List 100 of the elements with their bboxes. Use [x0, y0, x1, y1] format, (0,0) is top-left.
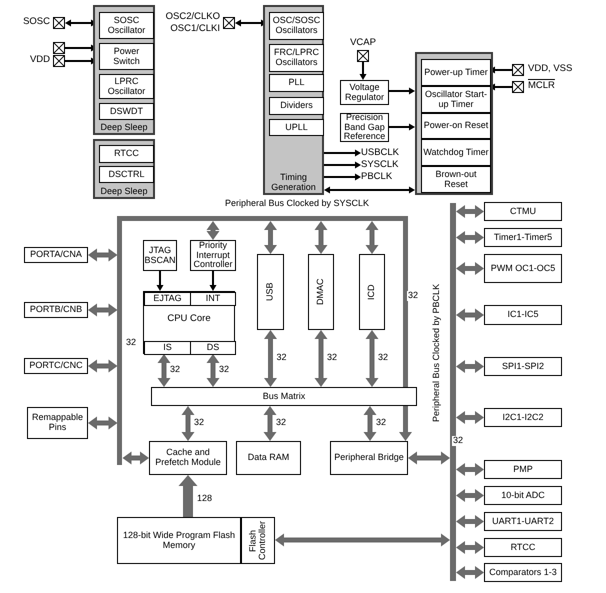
pin-icon [53, 55, 65, 67]
arrow [88, 248, 118, 262]
arrow [158, 354, 170, 387]
arrow [210, 271, 216, 291]
arrow [264, 221, 277, 254]
arrow [324, 150, 361, 156]
arrow [206, 354, 220, 387]
edge-label: 32 [326, 352, 338, 362]
function-block: UPLL [269, 119, 324, 136]
function-block: Precision Band Gap Reference [340, 113, 389, 142]
function-block: Bus Matrix [151, 387, 417, 406]
cpu-block [143, 291, 235, 354]
pin-label: VCAP [349, 38, 377, 48]
block-label: CPU Core [166, 314, 212, 324]
function-block: Power Switch [99, 43, 154, 70]
edge-label: 32 [375, 418, 388, 428]
bus-width-label: 32 [125, 338, 138, 348]
pin-label: OSC2/CLKO [164, 12, 220, 22]
arrow [456, 205, 484, 218]
arrow [366, 221, 378, 254]
function-block: IC1-IC5 [484, 305, 562, 325]
arrow [88, 360, 118, 372]
group-box [93, 139, 155, 199]
pin-label: MCLR [528, 81, 556, 92]
function-block: Watchdog Timer [421, 139, 491, 166]
edge-label: 32 [276, 352, 288, 362]
pin-label: OSC1/CLKI [169, 24, 220, 34]
arrow [88, 304, 118, 316]
arrow [88, 416, 118, 430]
bus-label: Peripheral Bus Clocked by SYSCLK [224, 199, 370, 209]
arrow [156, 271, 164, 291]
arrow [324, 186, 415, 194]
function-block: DSWDT [99, 103, 154, 120]
arrow [456, 489, 484, 502]
arrow [264, 406, 276, 441]
function-block: Brown-out Reset [421, 166, 491, 193]
group-label: Deep Sleep [99, 186, 149, 196]
pin-label: VDD, VSS [528, 64, 574, 74]
function-block: PLL [269, 74, 324, 92]
function-block: I2C1-I2C2 [484, 408, 562, 427]
function-block: Timer1-Timer5 [484, 228, 562, 247]
function-block: Flash Controller [241, 517, 275, 564]
arrow [314, 221, 328, 254]
signal-label: PBCLK [361, 172, 406, 183]
pin-label: VDD [28, 55, 50, 66]
bus-label: Peripheral Bus Clocked by PBCLK [432, 282, 442, 424]
arrow [364, 406, 376, 441]
function-block: Peripheral Bridge [330, 441, 408, 475]
function-block: PORTA/CNA [24, 247, 88, 263]
function-block: SPI1-SPI2 [484, 357, 562, 376]
arrow [182, 406, 194, 441]
function-block: FRC/LPRC Oscillators [269, 44, 324, 72]
arrow [389, 88, 415, 94]
arrow [314, 330, 328, 387]
arrow [264, 330, 277, 387]
bus-width-label: 32 [407, 291, 420, 301]
group-box [415, 52, 493, 195]
function-block: DMAC [308, 254, 334, 330]
function-block: Data RAM [236, 441, 301, 475]
function-block: LPRC Oscillator [99, 74, 154, 99]
function-block: DS [190, 341, 236, 355]
arrow [456, 463, 484, 476]
function-block: EJTAG [144, 292, 191, 306]
function-block: 128-bit Wide Program Flash Memory [117, 517, 241, 564]
function-block: Voltage Regulator [340, 80, 389, 105]
function-block: UART1-UART2 [484, 512, 562, 531]
group-label: Deep Sleep [99, 122, 149, 132]
edge-label: 32 [193, 418, 206, 428]
pin-icon [512, 81, 524, 93]
function-block: SOSC Oscillator [99, 12, 154, 39]
function-block: OSC/SOSC Oscillators [269, 12, 324, 40]
function-block: PORTB/CNB [24, 302, 88, 318]
arrow [456, 262, 484, 275]
function-block: ICD [359, 254, 385, 330]
function-block: PORTC/CNC [24, 358, 88, 374]
arrow [275, 534, 450, 546]
edge-label: 32 [275, 418, 288, 428]
function-block: RTCC [99, 145, 154, 163]
pin-label: SOSC [22, 17, 50, 28]
function-block: Cache and Prefetch Module [149, 441, 227, 475]
arrow [456, 308, 484, 322]
arrow [456, 411, 484, 424]
pin-icon [223, 17, 235, 29]
pin-icon [512, 64, 524, 76]
function-block: Comparators 1-3 [484, 563, 562, 582]
function-block: PMP [484, 460, 562, 479]
arrow [456, 360, 484, 373]
pin-icon [53, 17, 65, 29]
group-label: Timing Generation [270, 172, 317, 192]
edge-label: 32 [169, 364, 182, 374]
pin-icon [357, 50, 369, 62]
function-block: Dividers [269, 97, 324, 115]
function-block: INT [190, 292, 236, 306]
edge-label: 128 [196, 494, 214, 504]
arrow [456, 541, 484, 554]
arrow [408, 452, 450, 464]
function-block: Power-on Reset [421, 113, 491, 139]
arrow [456, 566, 484, 579]
function-block: USB [257, 254, 284, 330]
edge-label: 32 [218, 364, 230, 374]
